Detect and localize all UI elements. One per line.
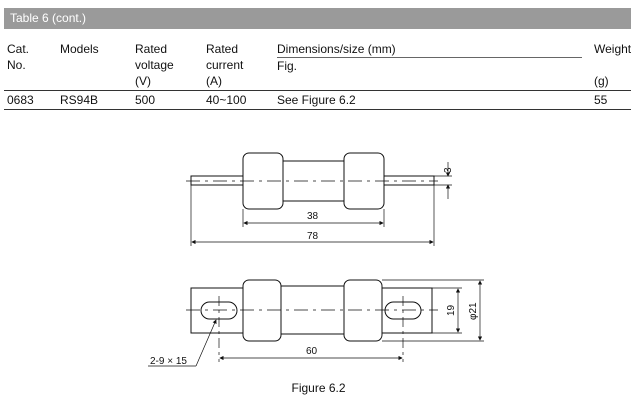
- dim-overall-length: 78: [307, 231, 319, 242]
- side-blade-left: [190, 175, 252, 186]
- header-current-line2: current: [206, 58, 244, 72]
- header-cat-line1: Cat.: [7, 42, 30, 56]
- dim-thickness: 3: [443, 167, 454, 173]
- header-models: Models: [60, 42, 99, 56]
- top-view: [148, 279, 484, 367]
- figure-caption: Figure 6.2: [291, 381, 346, 395]
- header-current-line1: Rated: [206, 42, 239, 56]
- header-voltage-line3: (V): [135, 74, 151, 88]
- header-current-line3: (A): [206, 74, 222, 88]
- dim-width: 19: [446, 304, 457, 316]
- side-view: [186, 152, 452, 246]
- header-weight-line1: Weight: [594, 42, 632, 56]
- table-title: Table 6 (cont.): [4, 8, 631, 29]
- header-dimensions: Dimensions/size (mm): [277, 42, 396, 56]
- header-rule: [4, 90, 631, 91]
- row-cat: 0683: [7, 93, 34, 107]
- header-voltage-line2: voltage: [135, 58, 174, 72]
- header-voltage-line1: Rated: [135, 42, 168, 56]
- row-current: 40~100: [206, 93, 247, 107]
- row-figure: See Figure 6.2: [277, 93, 356, 107]
- header-weight-line2: (g): [594, 74, 609, 88]
- header-fig: Fig.: [277, 59, 298, 73]
- top-cap-left: [242, 279, 282, 342]
- dim-slot: 2-9 × 15: [150, 356, 187, 367]
- header-cat-line2: No.: [7, 58, 26, 72]
- dim-hole-spacing: 60: [306, 346, 318, 357]
- row-rule: [4, 109, 631, 110]
- row-model: RS94B: [60, 93, 99, 107]
- dim-body-length: 38: [307, 211, 319, 222]
- top-blade-left: [190, 287, 247, 334]
- dim-diameter: φ21: [468, 302, 479, 320]
- top-cap-right: [343, 279, 383, 342]
- side-blade-right: [380, 175, 435, 186]
- header-dimensions-rule: [277, 57, 582, 58]
- row-weight: 55: [594, 93, 608, 107]
- row-voltage: 500: [135, 93, 156, 107]
